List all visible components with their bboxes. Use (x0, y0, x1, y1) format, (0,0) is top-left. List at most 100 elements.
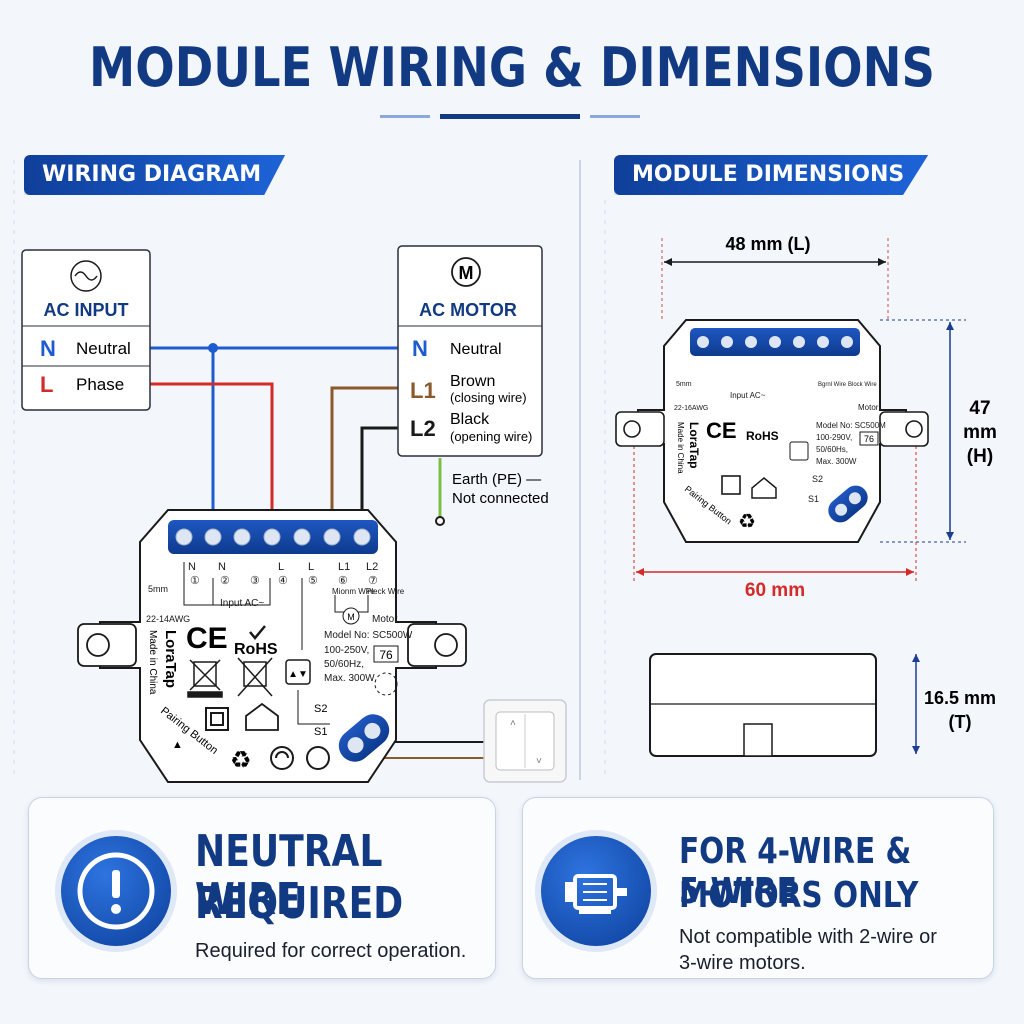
height-dimension-unit: mm (963, 422, 997, 443)
ac-input-title: AC INPUT (44, 300, 129, 320)
svg-text:M: M (347, 612, 355, 622)
earth-note-line2: Not connected (452, 490, 549, 507)
temp-rating: 76 (379, 648, 393, 662)
module-brand: LoraTap (162, 630, 179, 688)
ac-motor-box: M AC MOTOR N Neutral L1 Brown (closing w… (397, 245, 543, 457)
input-ac-label: Input AC~ (220, 598, 264, 609)
ac-motor-title: AC MOTOR (419, 300, 517, 320)
phase-wire (150, 382, 274, 522)
small-model: Model No: SC500M (816, 421, 886, 430)
height-dimension-value: 47 (969, 398, 990, 419)
motor-l1-letter: L1 (410, 378, 436, 403)
small-insulation-icon (721, 475, 741, 495)
small-rohs-mark: RoHS (746, 429, 779, 443)
term-label-l1: L (278, 561, 284, 573)
small-made-in: Made in China (676, 422, 685, 474)
neutral-required-card: NEUTRAL WIRE REQUIRED Required for corre… (28, 797, 496, 979)
recycle-icon: ♻ (230, 747, 252, 774)
small-s1: S1 (808, 494, 819, 504)
neutral-junction (208, 343, 218, 353)
page-title: MODULE WIRING & DIMENSIONS (89, 36, 935, 99)
frequency-rating: 50/60Hz, (324, 659, 364, 670)
term-num-5: ⑤ (308, 575, 318, 587)
black-wire (360, 426, 398, 522)
earth-terminal (435, 516, 445, 526)
voltage-rating: 100-250V, (324, 645, 369, 656)
motor-compat-card: FOR 4-WIRE & 5-WIRE MOTORS ONLY Not comp… (522, 797, 994, 979)
svg-text:M: M (459, 263, 474, 283)
motor-symbol-icon (451, 257, 481, 287)
motor-brown-label: Brown (450, 373, 495, 390)
small-freq: 50/60Hs, (816, 445, 848, 454)
title-underline (380, 114, 640, 119)
small-pairing-terminal (828, 485, 868, 523)
module-made-in: Made in China (147, 630, 158, 695)
weee-bin-icon (187, 659, 223, 698)
rohs-mark: RoHS (234, 641, 278, 658)
input-l-letter: L (40, 372, 53, 397)
thickness-label: (T) (949, 712, 972, 732)
input-n-letter: N (40, 336, 56, 361)
small-strip-label: 5mm (676, 381, 692, 388)
double-insulation-icon (205, 707, 229, 731)
strip-length-label: 5mm (148, 584, 168, 594)
term-num-3: ③ (250, 575, 260, 587)
small-max: Max. 300W (816, 457, 857, 466)
neutral-required-title-1: NEUTRAL WIRE (195, 826, 383, 926)
small-temp: 76 (864, 434, 874, 444)
motor-icon (541, 836, 651, 946)
height-dimension-label: (H) (967, 446, 993, 467)
switch-up-icon: ˄ (510, 718, 516, 729)
dimension-module-side-view (649, 653, 877, 757)
motor-closing-label: (closing wire) (450, 390, 527, 405)
small-gauge-label: 22-16AWG (674, 405, 708, 412)
length-dimension: 48 mm (L) (725, 234, 810, 254)
motor-label: Motor (372, 614, 398, 625)
small-ce-mark: CE (706, 418, 737, 443)
s2-label: S2 (314, 703, 327, 715)
width-dimension: 60 mm (745, 580, 805, 601)
term-label-n1: N (188, 561, 196, 573)
small-s2: S2 (812, 474, 823, 484)
pairing-terminal (338, 714, 390, 762)
max-power-rating: Max. 300W (324, 673, 375, 684)
s1-label: S1 (314, 726, 327, 738)
switch-down-icon: ˅ (536, 756, 542, 767)
brown-wire (330, 386, 398, 522)
input-neutral-label: Neutral (76, 339, 131, 358)
small-motor-label: Motor (858, 403, 879, 412)
small-brand: LoraTap (687, 422, 701, 468)
indoor-use-icon (245, 702, 279, 731)
small-switch-icon (789, 441, 809, 461)
module-motor-icon (342, 607, 360, 625)
small-indoor-icon (751, 477, 777, 499)
wire-gauge-label: 22-14AWG (146, 614, 190, 624)
dimension-module-top-view: 5mm 22-16AWG Input AC~ Motor Bgrnl Wire … (615, 319, 929, 543)
term-label-motor-l2: L2 (366, 561, 378, 573)
term-num-1: ① (190, 575, 200, 587)
wiring-module: N N L L L1 L2 ① ② ③ ④ ⑤ ⑥ ⑦ M 5mm 22-14A… (77, 509, 467, 783)
earth-note-line1: Earth (PE) — (452, 471, 541, 488)
motor-compat-title-2: MOTORS ONLY (679, 875, 919, 916)
exclamation-icon (61, 836, 171, 946)
small-l2-wire: Block Wire (848, 382, 877, 388)
motor-compat-title-1: FOR 4-WIRE & 5-WIRE (679, 831, 912, 912)
dimension-lines (633, 238, 966, 754)
small-l1-wire: Bgrnl Wire (818, 382, 847, 388)
tidyman-icon (306, 746, 330, 770)
motor-black-label: Black (450, 411, 490, 428)
l2-wire-label: Pleck Wire (366, 587, 405, 596)
term-num-4: ④ (278, 575, 288, 587)
model-number: Model No: SC500W (324, 630, 413, 641)
motor-n-letter: N (412, 336, 428, 361)
small-voltage: 100-290V, (816, 433, 852, 442)
green-dot-icon (270, 746, 294, 770)
neutral-required-body: Required for correct operation. (195, 940, 467, 962)
ac-input-box: AC INPUT N Neutral L Phase (21, 249, 151, 411)
term-num-2: ② (220, 575, 230, 587)
svg-text:▲▼: ▲▼ (288, 669, 308, 680)
l1-wire-label: Mionm Wire (332, 587, 375, 596)
ce-mark: CE (186, 622, 228, 655)
pairing-arrow-icon: ▲ (172, 739, 183, 751)
